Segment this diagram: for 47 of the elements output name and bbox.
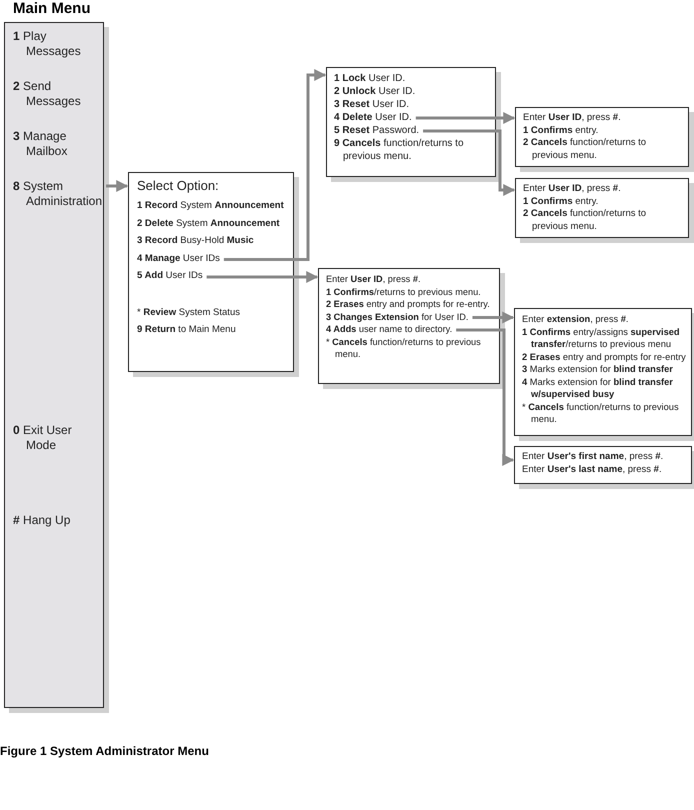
menu-option: 1 Confirms entry. [523, 124, 683, 137]
menu-option: 4 Delete User ID. [334, 111, 412, 124]
menu-option: 5 Reset Password. [334, 124, 420, 137]
menu-option: # Hang Up [13, 513, 97, 528]
menu-option: 2 Cancels function/returns to previous menu. [523, 137, 683, 162]
menu-option: 3 Reset User ID. [334, 98, 490, 111]
arrow [416, 112, 516, 124]
arrow [224, 69, 326, 261]
menu-title: Main Menu [13, 1, 90, 16]
menu-prompt: Select Option: [137, 177, 220, 194]
menu-option: *Review System Status [137, 306, 287, 319]
menu-option: *Cancels function/returns to previous menu. [326, 336, 494, 360]
menu-option: *Cancels function/returns to previous menu. [522, 400, 686, 426]
menu-option: 2 Erases entry and prompts for re-entry [522, 350, 686, 363]
menu-option: 3 Manage Mailbox [13, 129, 97, 159]
menu-option: 3 Marks extension for blind transfer [522, 363, 686, 376]
menu-option: 4 Manage User IDs [137, 252, 220, 265]
menu-option: 1 Confirms entry. [523, 196, 683, 208]
menu-option: 2 Erases entry and prompts for re-entry. [326, 298, 494, 310]
menu-prompt: Enter extension, press #. [522, 313, 630, 326]
menu-option: 3 Changes Extension for User ID. [326, 310, 468, 323]
menu-prompt: Enter User's first name, press #. [522, 451, 664, 464]
arrow [456, 328, 514, 466]
menu-option: 2 Cancels function/returns to previous menu. [523, 208, 683, 233]
arrow [423, 130, 516, 196]
menu-option: Enter User's last name, press #. [522, 464, 686, 476]
menu-prompt: Enter User ID, press #. [326, 273, 422, 286]
menu-option: 3 Record Busy-Hold Music [137, 235, 287, 248]
menu-option: 1 Confirms/returns to previous menu. [326, 286, 494, 298]
arrow [206, 271, 318, 283]
menu-option: 2 Delete System Announcement [137, 218, 287, 230]
menu-prompt: Enter User ID, press #. [523, 183, 622, 196]
menu-option: 9 Cancels function/returns to previous menu. [334, 137, 490, 163]
menu-option: 8 System Administration [13, 179, 102, 209]
menu-option: 4 Adds user name to directory. [326, 323, 452, 336]
menu-option: 1 Play Messages [13, 29, 97, 59]
arrow [472, 312, 514, 324]
menu-option: 9 Return to Main Menu [137, 324, 287, 336]
menu-prompt: 1 Lock User ID. [334, 72, 406, 85]
menu-option: 2 Unlock User ID. [334, 85, 490, 98]
menu-option: 5 Add User IDs [137, 270, 203, 282]
menu-option: 0 Exit User Mode [13, 423, 97, 453]
menu-prompt: Enter User ID, press #. [523, 112, 622, 124]
arrow [106, 180, 128, 192]
menu-option: 2 Send Messages [13, 79, 97, 109]
figure-caption: Figure 1 System Administrator Menu [0, 744, 209, 758]
menu-option: 1 Record System Announcement [137, 200, 287, 212]
